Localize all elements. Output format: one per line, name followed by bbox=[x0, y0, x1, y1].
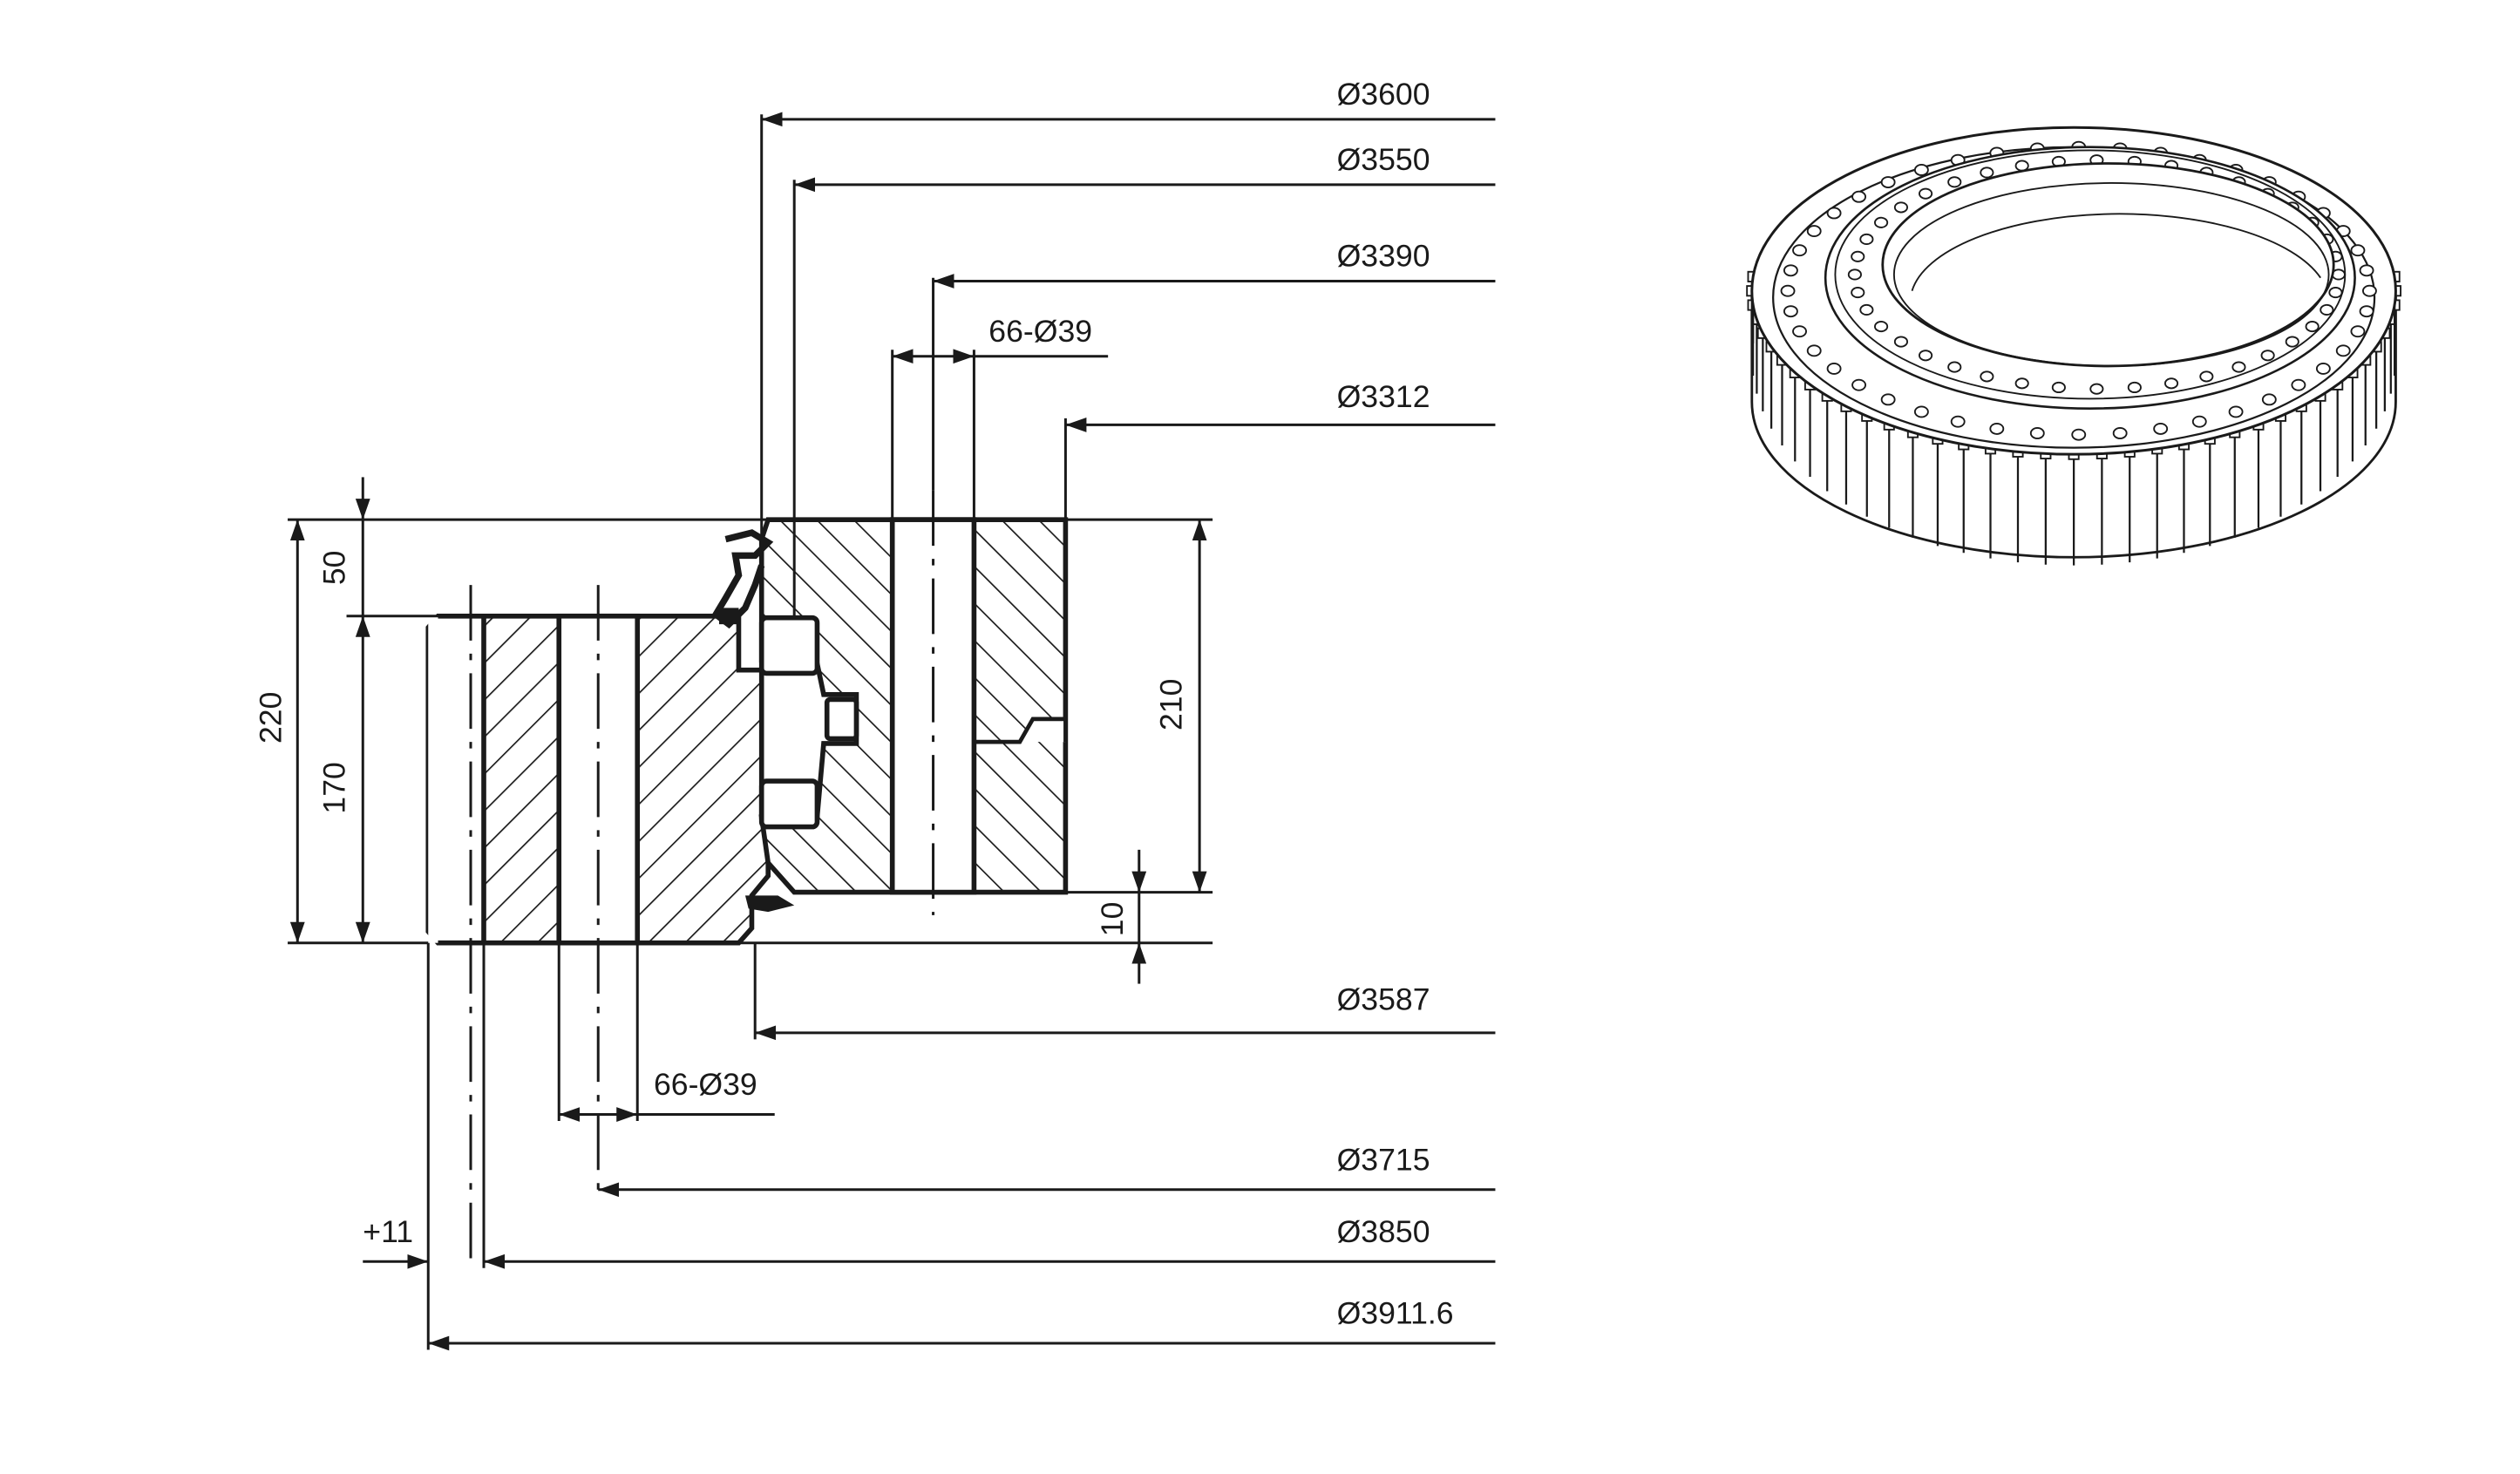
bolt-hole bbox=[1874, 216, 1889, 228]
dim-3600-label: Ø3600 bbox=[1337, 77, 1430, 112]
bolt-hole bbox=[1826, 363, 1842, 375]
bolt-hole bbox=[1780, 284, 1796, 297]
upper-holes-label: 66-Ø39 bbox=[988, 314, 1092, 349]
bolt-hole bbox=[2051, 381, 2066, 394]
bolt-hole bbox=[2350, 244, 2366, 257]
bolt-hole bbox=[2112, 427, 2128, 439]
bolt-hole bbox=[1919, 350, 1933, 362]
bolt-hole bbox=[2315, 363, 2331, 375]
dim-3312-label: Ø3312 bbox=[1337, 379, 1430, 414]
bolt-hole bbox=[2071, 428, 2087, 441]
dim-3911-label: Ø3911.6 bbox=[1337, 1296, 1454, 1331]
bolt-hole bbox=[2260, 350, 2275, 362]
bolt-hole bbox=[2199, 370, 2214, 383]
bolt-hole bbox=[1851, 287, 1865, 299]
bolt-hole bbox=[1806, 344, 1822, 357]
bolt-hole bbox=[1980, 370, 1994, 383]
bolt-hole bbox=[2285, 336, 2299, 348]
bolt-hole bbox=[1893, 201, 1909, 214]
inner-ring-bolt-holes bbox=[1847, 154, 2346, 395]
dim-3390-label: Ø3390 bbox=[1337, 239, 1430, 274]
height-10-label: 10 bbox=[1095, 902, 1130, 937]
bearing-3d-view bbox=[1746, 126, 2401, 566]
outer-ring-bolt-holes bbox=[1780, 140, 2377, 441]
height-170-label: 170 bbox=[317, 762, 352, 813]
bolt-hole bbox=[1913, 405, 1929, 418]
bolt-hole bbox=[2320, 303, 2334, 316]
bolt-hole bbox=[2305, 321, 2320, 333]
bolt-hole bbox=[2191, 415, 2207, 428]
dim-3850-label: Ø3850 bbox=[1337, 1214, 1430, 1249]
bolt-hole bbox=[1826, 207, 1842, 220]
dim-3715-label: Ø3715 bbox=[1337, 1142, 1430, 1177]
bolt-hole bbox=[1950, 415, 1966, 428]
bolt-hole bbox=[2014, 377, 2029, 390]
bolt-hole bbox=[2228, 405, 2244, 418]
bolt-hole bbox=[1783, 264, 1798, 277]
bolt-hole bbox=[1893, 336, 1909, 348]
seal-top bbox=[711, 529, 774, 629]
bolt-hole bbox=[2261, 393, 2277, 406]
bolt-hole bbox=[2328, 287, 2343, 299]
bolt-hole bbox=[2291, 378, 2306, 391]
seal-bottom bbox=[744, 895, 795, 913]
dimension-lines bbox=[288, 112, 1496, 1351]
bolt-hole bbox=[1989, 422, 2005, 435]
bolt-hole bbox=[1874, 321, 1889, 333]
seal-top-block bbox=[718, 608, 739, 625]
bolt-hole bbox=[2163, 377, 2179, 390]
height-220-label: 220 bbox=[254, 692, 289, 744]
bolt-hole bbox=[1847, 268, 1862, 281]
roller-upper bbox=[758, 615, 820, 676]
height-50-label: 50 bbox=[317, 551, 352, 586]
bolt-hole bbox=[1880, 393, 1896, 406]
bolt-hole bbox=[1851, 190, 1867, 203]
dim-3587-label: Ø3587 bbox=[1337, 982, 1430, 1017]
lower-holes-label: 66-Ø39 bbox=[654, 1067, 757, 1102]
bolt-hole bbox=[1792, 244, 1807, 257]
bolt-hole bbox=[2153, 422, 2169, 435]
bolt-hole bbox=[2089, 383, 2104, 395]
offset-label: +11 bbox=[363, 1214, 413, 1249]
bolt-hole bbox=[2029, 427, 2045, 439]
cross-section bbox=[425, 490, 1069, 1267]
bolt-hole bbox=[2335, 344, 2351, 357]
bolt-hole bbox=[1947, 361, 1962, 373]
bolt-hole bbox=[2362, 284, 2377, 297]
bolt-hole bbox=[1806, 225, 1822, 238]
bolt-hole bbox=[1851, 250, 1865, 262]
bolt-hole bbox=[2231, 361, 2246, 373]
bolt-hole bbox=[1851, 378, 1867, 391]
bolt-hole bbox=[1913, 164, 1929, 176]
bolt-hole bbox=[1919, 187, 1933, 200]
bolt-hole bbox=[1880, 176, 1896, 188]
height-210-label: 210 bbox=[1154, 679, 1189, 730]
roller-lower bbox=[758, 778, 820, 830]
bolt-hole bbox=[2359, 305, 2374, 318]
roller-middle bbox=[824, 696, 859, 742]
bolt-hole bbox=[2350, 325, 2366, 338]
inner-ring-section bbox=[758, 517, 1069, 895]
bolt-hole bbox=[2127, 381, 2142, 394]
bolt-hole bbox=[2359, 264, 2374, 277]
dimension-labels: Ø3600 Ø3550 Ø3390 66-Ø39 Ø3312 Ø3587 66-… bbox=[254, 77, 1454, 1331]
bolt-hole bbox=[1947, 176, 1962, 188]
bolt-hole bbox=[1980, 166, 1994, 179]
bolt-hole bbox=[1783, 305, 1798, 318]
bolt-hole bbox=[1859, 303, 1874, 316]
dim-3550-label: Ø3550 bbox=[1337, 142, 1430, 177]
bolt-hole bbox=[1792, 325, 1807, 338]
bolt-hole bbox=[1859, 233, 1874, 246]
